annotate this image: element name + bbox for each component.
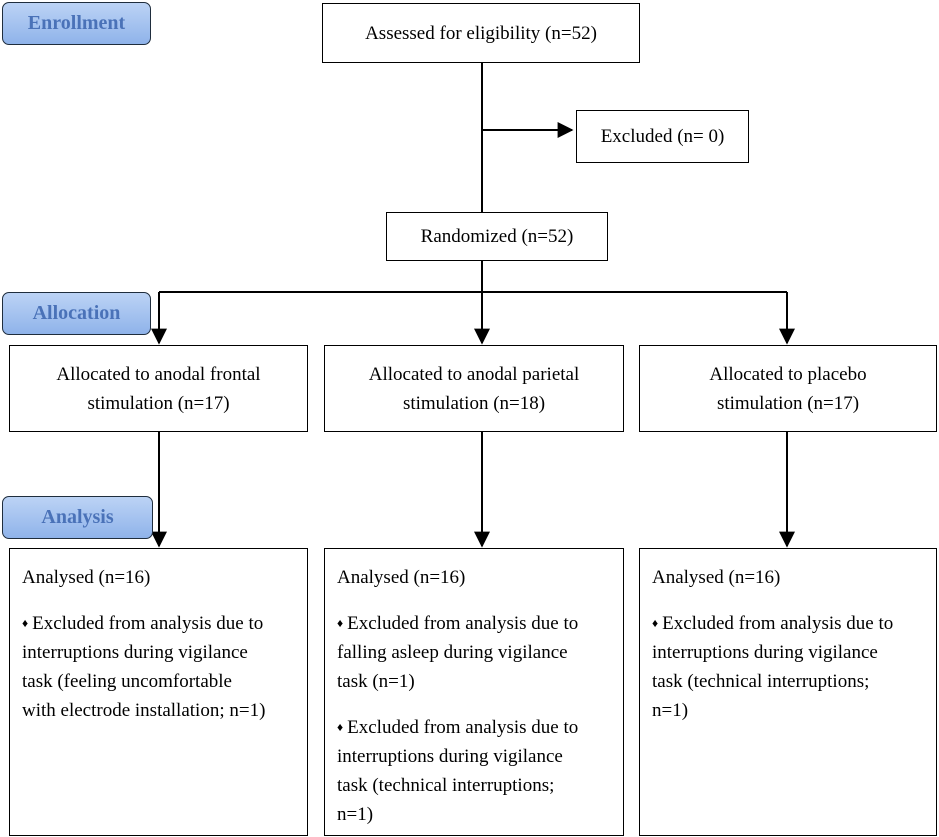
diamond-bullet-icon: ♦ bbox=[337, 616, 344, 630]
exclusion-item: ♦Excluded from analysis due to interrupt… bbox=[652, 613, 894, 721]
analysed-parietal-box: Analysed (n=16) ♦Excluded from analysis … bbox=[324, 548, 624, 836]
allocated-line: Allocated to anodal frontal bbox=[56, 363, 261, 385]
analysed-placebo-box: Analysed (n=16) ♦Excluded from analysis … bbox=[639, 548, 937, 836]
diamond-bullet-icon: ♦ bbox=[22, 616, 29, 630]
analysed-header: Analysed (n=16) bbox=[337, 567, 466, 588]
allocated-placebo-box: Allocated to placebo stimulation (n=17) bbox=[639, 345, 937, 432]
allocated-line: stimulation (n=18) bbox=[402, 392, 546, 414]
exclusion-item: ♦Excluded from analysis due to interrupt… bbox=[22, 613, 266, 721]
diamond-bullet-icon: ♦ bbox=[652, 616, 659, 630]
excluded-text: Excluded (n= 0) bbox=[600, 126, 725, 147]
analysed-header: Analysed (n=16) bbox=[652, 567, 781, 588]
stage-analysis: Analysis bbox=[2, 496, 153, 539]
allocated-line: Allocated to placebo bbox=[709, 363, 867, 385]
stage-enrollment: Enrollment bbox=[2, 2, 151, 45]
stage-allocation: Allocation bbox=[2, 292, 151, 335]
analysed-frontal-box: Analysed (n=16) ♦Excluded from analysis … bbox=[9, 548, 308, 836]
assessed-text: Assessed for eligibility (n=52) bbox=[365, 22, 597, 44]
exclusion-item: ♦Excluded from analysis due to falling a… bbox=[337, 613, 579, 692]
exclusion-item: ♦Excluded from analysis due to interrupt… bbox=[337, 717, 579, 825]
allocated-line: stimulation (n=17) bbox=[716, 392, 860, 414]
randomized-box: Randomized (n=52) bbox=[386, 212, 608, 261]
allocated-frontal-box: Allocated to anodal frontal stimulation … bbox=[9, 345, 308, 432]
allocated-parietal-box: Allocated to anodal parietal stimulation… bbox=[324, 345, 624, 432]
diamond-bullet-icon: ♦ bbox=[337, 720, 344, 734]
randomized-text: Randomized (n=52) bbox=[420, 226, 574, 247]
allocated-line: Allocated to anodal parietal bbox=[368, 363, 580, 385]
allocated-line: stimulation (n=17) bbox=[87, 392, 230, 414]
analysed-header: Analysed (n=16) bbox=[22, 567, 151, 588]
assessed-box: Assessed for eligibility (n=52) bbox=[322, 3, 640, 63]
excluded-box: Excluded (n= 0) bbox=[576, 110, 749, 163]
